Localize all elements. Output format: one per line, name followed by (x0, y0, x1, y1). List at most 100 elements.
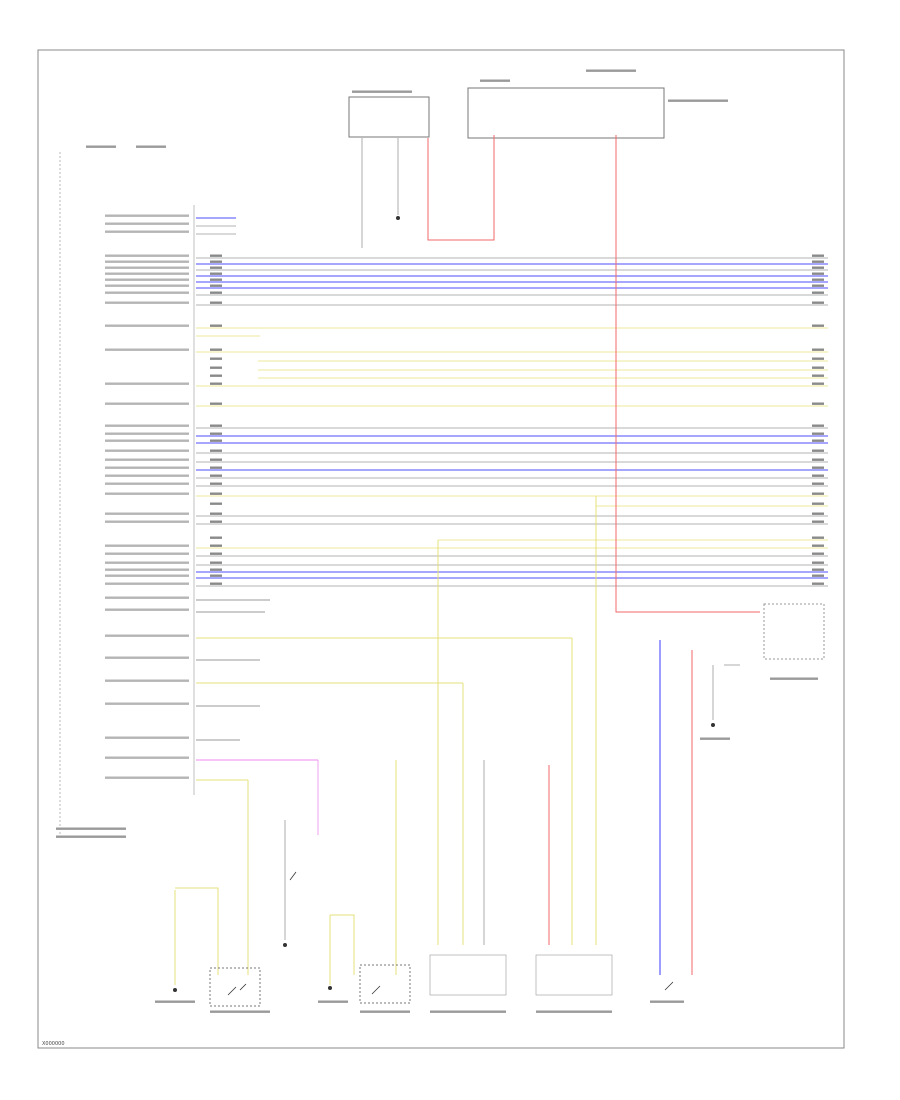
wire-label-mark (210, 272, 222, 275)
wire-label-mark (105, 278, 189, 281)
wire-label-mark (105, 776, 189, 779)
wire-label-mark (210, 449, 222, 452)
wire-label-mark (812, 466, 824, 469)
wire-label-mark (210, 552, 222, 555)
wire-label-mark (210, 284, 222, 287)
wire-label-mark (105, 656, 189, 659)
wire-label-mark (210, 424, 222, 427)
wire-label-mark (210, 291, 222, 294)
wire-label-mark (812, 348, 824, 351)
wire-label-mark (105, 348, 189, 351)
wire-label-mark (210, 502, 222, 505)
wire-label-mark (812, 552, 824, 555)
diagram-frame (37, 49, 845, 1049)
wire-label-mark (210, 278, 222, 281)
wire-label-mark (812, 324, 824, 327)
wire-label-mark (210, 544, 222, 547)
wire-label-mark (812, 374, 824, 377)
wire-label-mark (105, 552, 189, 555)
right-component-box (763, 603, 825, 660)
wire-label-mark (210, 574, 222, 577)
wire-label-mark (105, 544, 189, 547)
wire-label-mark (812, 272, 824, 275)
wire-label-mark (812, 561, 824, 564)
wire-label-mark (812, 482, 824, 485)
wire-label-mark (210, 266, 222, 269)
wire-label-mark (105, 736, 189, 739)
wire-label-mark (536, 1010, 612, 1013)
switch-symbol (289, 871, 297, 881)
wire-label-mark (105, 634, 189, 637)
wire-label-mark (155, 1000, 195, 1003)
wire-label-mark (210, 512, 222, 515)
wire-label-mark (105, 324, 189, 327)
wire-label-mark (812, 502, 824, 505)
wire-label-mark (210, 366, 222, 369)
wire-label-mark (668, 99, 728, 102)
wire-vertical (427, 135, 495, 241)
ground-point (328, 986, 332, 990)
wire-label-mark (105, 266, 189, 269)
wire-vertical (330, 914, 355, 975)
wire-label-mark (105, 260, 189, 263)
wire-label-mark (812, 574, 824, 577)
wire-labels (56, 69, 824, 1013)
wire-label-mark (105, 254, 189, 257)
wire-label-mark (105, 222, 189, 225)
wire-label-mark (105, 482, 189, 485)
wire-label-mark (136, 145, 166, 148)
switch-symbol (371, 985, 381, 995)
wire-label-mark (812, 301, 824, 304)
bottom-component-b (359, 964, 411, 1004)
bottom-component-a (209, 967, 261, 1007)
wire-label-mark (105, 702, 189, 705)
wire-label-mark (105, 512, 189, 515)
wire-label-mark (812, 366, 824, 369)
wire-label-mark (105, 449, 189, 452)
wire-label-mark (812, 582, 824, 585)
fuse-box (467, 87, 665, 139)
ground-point (283, 943, 287, 947)
wire-label-mark (210, 260, 222, 263)
wire-label-mark (812, 278, 824, 281)
wire-label-mark (210, 561, 222, 564)
wire-label-mark (105, 458, 189, 461)
wire-label-mark (812, 357, 824, 360)
wire-label-mark (56, 835, 126, 838)
wire-label-mark (210, 254, 222, 257)
switch-symbol (664, 981, 674, 991)
wire-label-mark (210, 432, 222, 435)
horizontal-wires (196, 217, 828, 781)
wire-label-mark (210, 324, 222, 327)
wire-label-mark (210, 482, 222, 485)
wire-label-mark (210, 1010, 270, 1013)
wire-label-mark (430, 1010, 506, 1013)
wire-label-mark (210, 301, 222, 304)
wire-label-mark (105, 582, 189, 585)
wire-label-mark (586, 69, 636, 72)
ground-point (396, 216, 400, 220)
wire-label-mark (56, 827, 126, 830)
wire-label-mark (210, 382, 222, 385)
wire-label-mark (480, 79, 510, 82)
wire-label-mark (210, 466, 222, 469)
wire-label-mark (812, 474, 824, 477)
wire-label-mark (812, 520, 824, 523)
wire-label-mark (105, 466, 189, 469)
wire-label-mark (105, 608, 189, 611)
wire-label-mark (210, 474, 222, 477)
wire-label-mark (812, 536, 824, 539)
wire-label-mark (812, 260, 824, 263)
wire-label-mark (105, 402, 189, 405)
diagram-code: X000000 (42, 1041, 65, 1047)
wire-label-mark (812, 568, 824, 571)
wire-label-mark (812, 544, 824, 547)
wire-label-mark (105, 284, 189, 287)
wire-label-mark (105, 492, 189, 495)
wire-label-mark (210, 582, 222, 585)
wire-label-mark (105, 561, 189, 564)
wire-label-mark (700, 737, 730, 740)
ground-point (173, 988, 177, 992)
wire-label-mark (318, 1000, 348, 1003)
